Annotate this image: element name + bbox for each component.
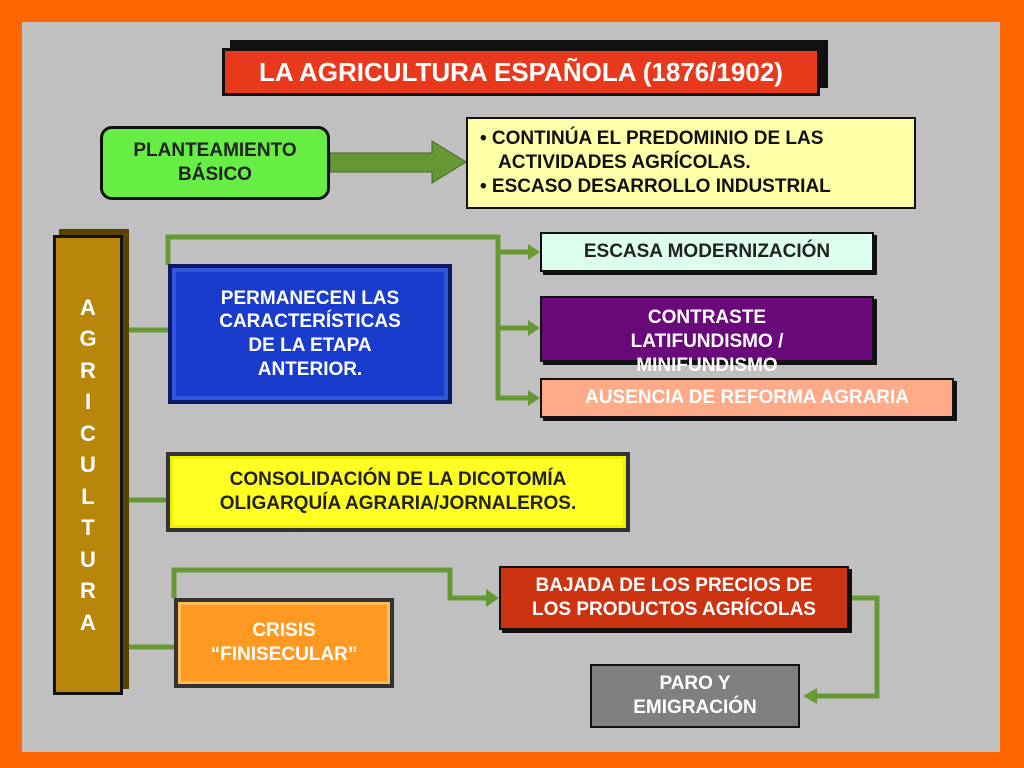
ausencia-label: AUSENCIA DE REFORMA AGRARIA — [584, 387, 910, 409]
escasa-box: ESCASA MODERNIZACIÓN — [540, 232, 874, 272]
page-title: LA AGRICULTURA ESPAÑOLA (1876/1902) — [259, 56, 783, 87]
permanecen-line4: ANTERIOR. — [257, 358, 363, 380]
permanecen-line1: PERMANECEN LAS — [220, 287, 400, 309]
arrowhead-paro — [803, 688, 817, 704]
bajada-box: BAJADA DE LOS PRECIOS DE LOS PRODUCTOS A… — [499, 566, 849, 630]
title-box: LA AGRICULTURA ESPAÑOLA (1876/1902) — [222, 48, 820, 96]
arrowhead-contraste — [528, 320, 540, 336]
contraste-box: CONTRASTE LATIFUNDISMO / MINIFUNDISMO — [540, 296, 874, 376]
agricultura-letter: L — [81, 483, 95, 509]
agricultura-letter: R — [80, 578, 96, 604]
agricultura-letter: A — [80, 295, 96, 320]
agricultura-letter: A — [80, 609, 96, 635]
arrowhead-escasa — [528, 244, 540, 260]
paro-box: PARO Y EMIGRACIÓN — [590, 664, 800, 728]
ausencia-box: AUSENCIA DE REFORMA AGRARIA — [540, 378, 954, 418]
connector-permanecen-bracket — [165, 234, 530, 401]
bajada-line1: BAJADA DE LOS PRECIOS DE — [535, 575, 813, 597]
bajada-line2: LOS PRODUCTOS AGRÍCOLAS — [532, 599, 816, 620]
contraste-line3: MINIFUNDISMO — [636, 354, 778, 376]
predominio-bullet1-line1: • CONTINÚA EL PREDOMINIO DE LAS — [480, 128, 824, 150]
agricultura-letter: U — [80, 546, 96, 572]
arrowhead-bajada — [486, 589, 499, 607]
crisis-box: CRISIS “FINISECULAR” — [174, 598, 394, 688]
consolidacion-box: CONSOLIDACIÓN DE LA DICOTOMÍA OLIGARQUÍA… — [166, 452, 630, 532]
permanecen-line3: DE LA ETAPA — [248, 335, 372, 356]
agricultura-bar: A G R I C U L T U R A — [53, 235, 123, 695]
planteamiento-line2: BÁSICO — [178, 164, 252, 185]
predominio-box: • CONTINÚA EL PREDOMINIO DE LAS ACTIVIDA… — [466, 117, 916, 209]
agricultura-letter: C — [80, 420, 96, 446]
agricultura-letter: G — [79, 326, 97, 352]
arrowhead-ausencia — [528, 390, 540, 406]
contraste-line1: CONTRASTE — [647, 307, 767, 328]
agricultura-letter: I — [84, 389, 92, 415]
planteamiento-arrow — [329, 140, 467, 184]
paro-line2: EMIGRACIÓN — [633, 697, 757, 718]
agricultura-letter: U — [80, 452, 96, 478]
predominio-bullet2: • ESCASO DESARROLLO INDUSTRIAL — [480, 175, 831, 197]
consolidacion-line2: OLIGARQUÍA AGRARIA/JORNALEROS. — [219, 493, 577, 514]
crisis-line2: “FINISECULAR” — [210, 644, 358, 665]
agricultura-letter: T — [81, 515, 95, 541]
contraste-line2: LATIFUNDISMO / — [630, 330, 784, 352]
planteamiento-line1: PLANTEAMIENTO — [133, 140, 297, 162]
crisis-line1: CRISIS — [252, 620, 316, 642]
consolidacion-line1: CONSOLIDACIÓN DE LA DICOTOMÍA — [229, 469, 567, 491]
escasa-label: ESCASA MODERNIZACIÓN — [583, 241, 831, 263]
permanecen-line2: CARACTERÍSTICAS — [219, 311, 401, 333]
connector-bajada-paro — [815, 595, 880, 699]
predominio-bullet1-line2: ACTIVIDADES AGRÍCOLAS. — [498, 152, 751, 174]
connector-crisis-bajada — [171, 567, 488, 601]
agricultura-letter: R — [80, 357, 96, 383]
planteamiento-box: PLANTEAMIENTO BÁSICO — [100, 126, 330, 200]
permanecen-box: PERMANECEN LAS CARACTERÍSTICAS DE LA ETA… — [168, 264, 452, 404]
paro-line1: PARO Y — [659, 673, 731, 695]
